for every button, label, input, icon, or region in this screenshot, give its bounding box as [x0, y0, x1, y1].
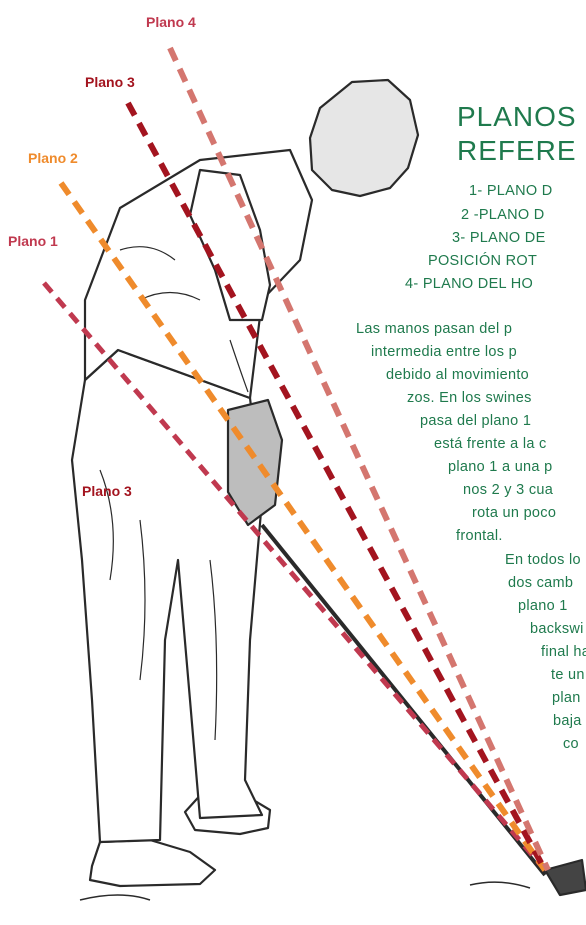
title-line-1: PLANOS [457, 100, 577, 134]
paragraph-2-line-5: final ha [541, 644, 586, 660]
paragraph-1-line-8: nos 2 y 3 cua [463, 482, 553, 498]
label-plano-3-mid: Plano 3 [82, 483, 132, 499]
club-head [545, 860, 586, 895]
paragraph-1-line-6: está frente a la c [434, 436, 547, 452]
paragraph-2-line-8: baja [553, 713, 582, 729]
paragraph-1-line-10: frontal. [456, 528, 503, 544]
gloved-hands [228, 400, 282, 525]
paragraph-1-line-3: debido al movimiento [386, 367, 529, 383]
label-plano-3-top: Plano 3 [85, 74, 135, 90]
paragraph-2-line-1: En todos lo [505, 552, 581, 568]
list-item-1: 1- PLANO D [469, 183, 553, 199]
label-plano-4: Plano 4 [146, 14, 196, 30]
list-item-2: 2 -PLANO D [461, 207, 545, 223]
paragraph-2-line-6: te un [551, 667, 585, 683]
back-shoe [90, 840, 215, 886]
paragraph-2-line-9: co [563, 736, 579, 752]
paragraph-1-line-7: plano 1 a una p [448, 459, 552, 475]
paragraph-2-line-2: dos camb [508, 575, 573, 591]
paragraph-1-line-4: zos. En los swines [407, 390, 532, 406]
paragraph-2-line-4: backswi [530, 621, 584, 637]
list-item-3: 3- PLANO DE [452, 230, 546, 246]
title-line-2: REFERE [457, 134, 577, 168]
label-plano-1: Plano 1 [8, 233, 58, 249]
paragraph-1-line-1: Las manos pasan del p [356, 321, 512, 337]
list-item-3b: POSICIÓN ROT [428, 253, 537, 269]
label-plano-2: Plano 2 [28, 150, 78, 166]
paragraph-1-line-5: pasa del plano 1 [420, 413, 531, 429]
paragraph-2-line-7: plan [552, 690, 581, 706]
paragraph-2-line-3: plano 1 [518, 598, 568, 614]
list-item-4: 4- PLANO DEL HO [405, 276, 533, 292]
head [310, 80, 418, 196]
paragraph-1-line-9: rota un poco [472, 505, 556, 521]
paragraph-1-line-2: intermedia entre los p [371, 344, 517, 360]
